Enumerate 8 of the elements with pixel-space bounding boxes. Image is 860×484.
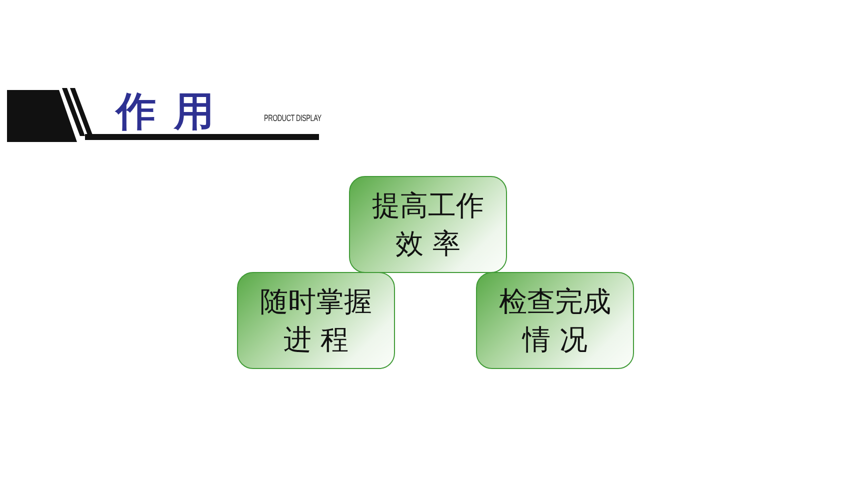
box-text: 检查完成情 况 [498,284,612,358]
box-text: 随时掌握进 程 [258,284,373,358]
rounded-box [349,176,507,273]
box-text: 提高工作效 率 [370,188,485,262]
rounded-box [476,272,634,369]
section-title: 作 用 [116,88,216,136]
rounded-box [237,272,395,369]
header-tag: PRODUCT DISPLAY [264,113,322,123]
